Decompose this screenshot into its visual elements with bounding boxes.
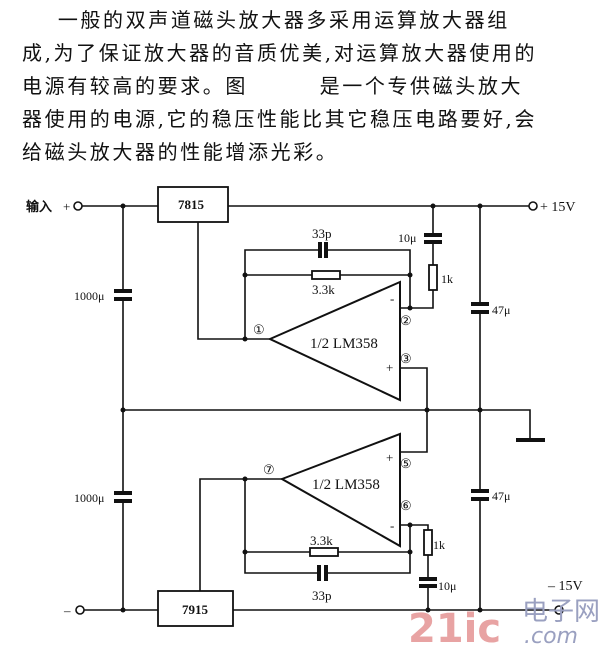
c-ser-top-label: 10μ [398, 231, 416, 245]
pin-3: ③ [400, 351, 412, 366]
paragraph-line: 给磁头放大器的性能增添光彩。 [22, 140, 339, 164]
opamp1-minus: - [390, 291, 394, 306]
c-out-bot-label: 47μ [492, 489, 510, 503]
opamp2-minus: - [390, 518, 394, 533]
paragraph-line: 一般的双声道磁头放大器多采用运算放大器组 [22, 8, 510, 32]
reg-neg-label: 7915 [182, 602, 209, 617]
junctions [120, 203, 483, 613]
input-plus: + [63, 199, 70, 214]
watermark-domain: .com [524, 624, 578, 645]
paragraph-line: 电源有较高的要求。图 是一个专供磁头放大 [22, 74, 524, 98]
output-negative-terminal [554, 605, 564, 615]
opamp1-label: 1/2 LM358 [310, 336, 378, 352]
r-fb-top-label: 3.3k [312, 282, 335, 297]
pin-2: ② [400, 313, 412, 328]
input-label: 输入 [26, 199, 52, 214]
c-ser-bot-label: 10μ [438, 579, 456, 593]
output-positive-label: + 15V [540, 200, 576, 215]
pin-5: ⑤ [400, 456, 412, 471]
output-negative-label: – 15V [547, 579, 583, 594]
c-in-top-label: 1000μ [74, 289, 104, 303]
c-out-top-label: 47μ [492, 303, 510, 317]
description-paragraph: 一般的双声道磁头放大器多采用运算放大器组 成,为了保证放大器的音质优美,对运算放… [22, 4, 602, 169]
watermark-brand: 21ic [408, 606, 501, 645]
reg-pos-label: 7815 [178, 197, 205, 212]
opamp2-label: 1/2 LM358 [312, 477, 380, 493]
capacitors [114, 233, 489, 588]
pin-7: ⑦ [263, 462, 275, 477]
paragraph-line: 成,为了保证放大器的音质优美,对运算放大器使用的 [22, 41, 538, 65]
r-bot-label: 1k [433, 538, 445, 552]
watermark-logo: 21ic 电子网 .com [408, 597, 600, 645]
c-fb-bot-label: 33p [312, 588, 332, 603]
regulator-7915 [157, 590, 234, 627]
r-fb-bot-label: 3.3k [310, 533, 333, 548]
opamp-1 [267, 280, 401, 402]
pin-6: ⑥ [400, 498, 412, 513]
opamp2-plus: + [386, 450, 393, 465]
paragraph-line: 器使用的电源,它的稳压性能比其它稳压电路要好,会 [22, 107, 538, 131]
labels: 输入 + – + 15V – 15V 7815 7915 1/2 LM358 1… [26, 197, 583, 618]
c-fb-top-label: 33p [312, 226, 332, 241]
output-positive-terminal [528, 201, 538, 211]
input-negative-terminal [75, 605, 85, 615]
c-in-bot-label: 1000μ [74, 491, 104, 505]
input-minus: – [63, 603, 71, 618]
opamp1-plus: + [386, 360, 393, 375]
wires [82, 205, 555, 611]
watermark-cn: 电子网 [522, 597, 600, 627]
regulator-7815 [157, 186, 229, 223]
opamp-2 [279, 432, 401, 548]
r-top-label: 1k [441, 272, 453, 286]
pin-1: ① [253, 322, 265, 337]
input-positive-terminal [73, 201, 83, 211]
resistors [309, 264, 438, 557]
